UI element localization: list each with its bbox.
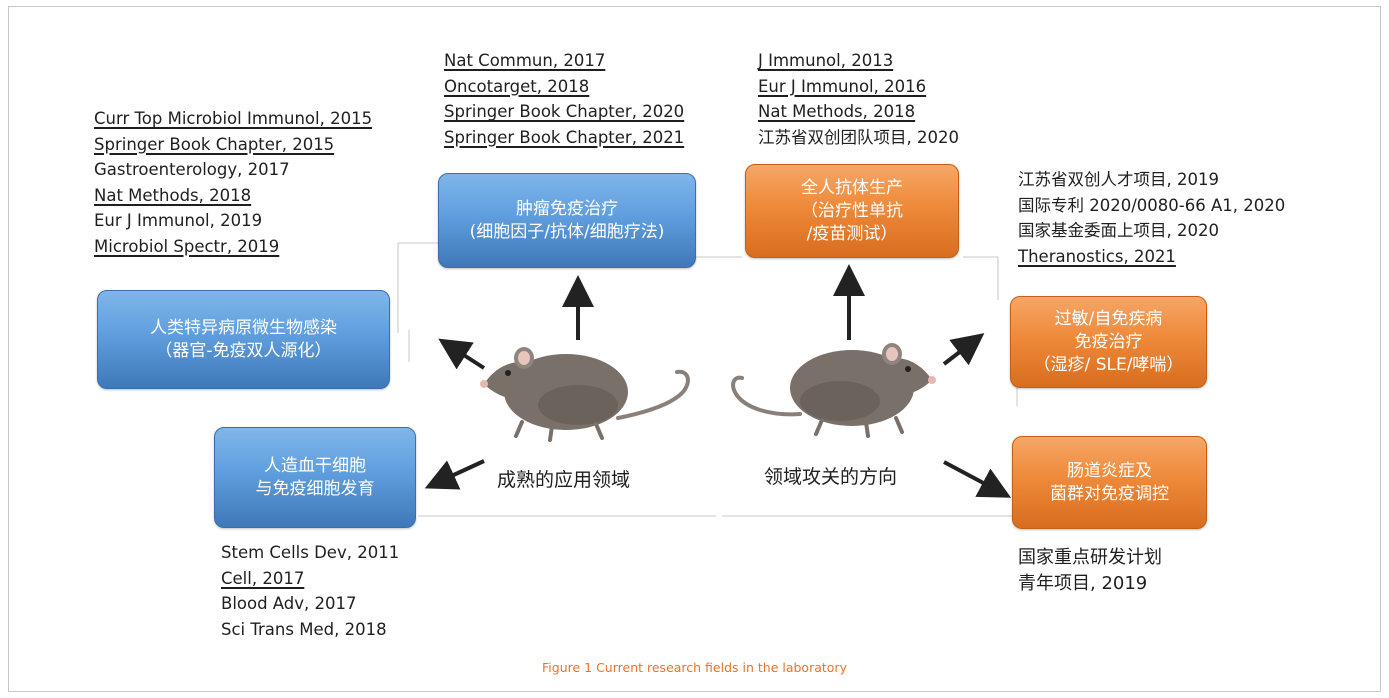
reference-text: Eur J Immunol, 2016 [758, 76, 927, 96]
reference-text: 江苏省双创人才项目, 2019 [1018, 170, 1219, 189]
reference-item: Nat Methods, 2018 [94, 183, 372, 209]
reference-item: 国际专利 2020/0080-66 A1, 2020 [1018, 193, 1285, 219]
arrow-to-stem [424, 459, 485, 490]
reference-item: Sci Trans Med, 2018 [221, 617, 399, 643]
box-text-line: 过敏/自免疾病 [1054, 308, 1163, 329]
label-mature-fields: 成熟的应用领域 [497, 469, 631, 491]
box-text-line: 肿瘤免疫治疗 [516, 198, 618, 219]
reference-text: 青年项目, 2019 [1018, 572, 1148, 594]
reference-item: 江苏省双创团队项目, 2020 [758, 125, 959, 151]
arrow-to-gut [943, 460, 1012, 498]
reference-text: Eur J Immunol, 2019 [94, 211, 263, 230]
refs-gut: 国家重点研发计划青年项目, 2019 [1018, 544, 1162, 595]
reference-text: 国际专利 2020/0080-66 A1, 2020 [1018, 195, 1286, 215]
reference-text: Cell, 2017 [221, 568, 305, 588]
figure-caption: Figure 1 Current research fields in the … [542, 660, 847, 675]
reference-item: Nat Methods, 2018 [758, 99, 959, 125]
box-text-line: (细胞因子/抗体/细胞疗法) [469, 221, 665, 242]
reference-item: J Immunol, 2013 [758, 48, 959, 74]
label-frontier-directions: 领域攻关的方向 [764, 466, 898, 488]
refs-allergy: 江苏省双创人才项目, 2019 国际专利 2020/0080-66 A1, 202… [1018, 167, 1285, 269]
box-text-line: /疫苗测试） [806, 223, 898, 244]
reference-item: Theranostics, 2021 [1018, 244, 1285, 270]
box-text-line: 肠道炎症及 [1067, 460, 1152, 481]
reference-text: 国家基金委面上项目, 2020 [1018, 221, 1219, 240]
box-antibody: 全人抗体生产（治疗性单抗/疫苗测试） [745, 164, 959, 258]
background-lines [397, 242, 1018, 517]
arrow-to-infection [438, 338, 486, 370]
box-text-line: 全人抗体生产 [801, 177, 903, 198]
reference-item: 国家基金委面上项目, 2020 [1018, 218, 1285, 244]
reference-item: 青年项目, 2019 [1018, 570, 1162, 596]
mouse-left-icon [480, 347, 690, 442]
box-text-line: （治疗性单抗 [801, 200, 903, 221]
reference-text: Gastroenterology, 2017 [94, 160, 290, 179]
box-text-line: 菌群对免疫调控 [1050, 483, 1169, 504]
reference-text: Springer Book Chapter, 2015 [94, 134, 335, 154]
box-text-line: 与免疫细胞发育 [255, 478, 375, 499]
box-text-line: 免疫治疗 [1074, 331, 1143, 352]
box-text-line: （湿疹/ SLE/哮喘） [1033, 354, 1184, 375]
arrow-to-allergy [942, 333, 985, 366]
box-text-line: （器官-免疫双人源化） [155, 340, 332, 361]
reference-item: Eur J Immunol, 2019 [94, 208, 372, 234]
box-stem: 人造血干细胞与免疫细胞发育 [214, 427, 416, 528]
reference-text: Sci Trans Med, 2018 [221, 619, 387, 639]
reference-text: Oncotarget, 2018 [444, 76, 590, 96]
reference-text: Nat Methods, 2018 [94, 185, 252, 205]
reference-item: Curr Top Microbiol Immunol, 2015 [94, 106, 372, 132]
reference-item: Oncotarget, 2018 [444, 74, 684, 100]
reference-item: Gastroenterology, 2017 [94, 157, 372, 183]
box-tumor: 肿瘤免疫治疗(细胞因子/抗体/细胞疗法) [438, 173, 696, 268]
reference-text: Springer Book Chapter, 2020 [444, 102, 685, 121]
reference-item: Stem Cells Dev, 2011 [221, 540, 399, 566]
reference-text: 国家重点研发计划 [1018, 547, 1162, 568]
box-infection: 人类特异病原微生物感染（器官-免疫双人源化） [97, 290, 390, 389]
reference-item: 国家重点研发计划 [1018, 544, 1162, 570]
reference-item: Springer Book Chapter, 2021 [444, 125, 684, 151]
reference-item: Blood Adv, 2017 [221, 591, 399, 617]
reference-text: J Immunol, 2013 [758, 51, 894, 70]
box-text-line: 人类特异病原微生物感染 [150, 317, 337, 338]
reference-text: Stem Cells Dev, 2011 [221, 543, 400, 562]
reference-item: Eur J Immunol, 2016 [758, 74, 959, 100]
reference-text: Springer Book Chapter, 2021 [444, 127, 685, 147]
reference-item: Cell, 2017 [221, 566, 399, 592]
reference-item: 江苏省双创人才项目, 2019 [1018, 167, 1285, 193]
reference-text: Blood Adv, 2017 [221, 594, 357, 613]
reference-text: Curr Top Microbiol Immunol, 2015 [94, 109, 373, 128]
figure-frame [8, 6, 1381, 692]
reference-text: Nat Methods, 2018 [758, 102, 916, 121]
reference-item: Springer Book Chapter, 2020 [444, 99, 684, 125]
reference-text: 江苏省双创团队项目, 2020 [758, 127, 959, 147]
reference-item: Microbiol Spectr, 2019 [94, 234, 372, 260]
box-allergy: 过敏/自免疾病免疫治疗（湿疹/ SLE/哮喘） [1010, 296, 1207, 388]
reference-item: Springer Book Chapter, 2015 [94, 132, 372, 158]
reference-text: Nat Commun, 2017 [444, 51, 606, 70]
box-gut: 肠道炎症及菌群对免疫调控 [1012, 436, 1207, 529]
reference-item: Nat Commun, 2017 [444, 48, 684, 74]
mouse-right-icon [731, 343, 936, 438]
box-text-line: 人造血干细胞 [264, 455, 366, 476]
reference-text: Theranostics, 2021 [1018, 246, 1176, 266]
reference-text: Microbiol Spectr, 2019 [94, 236, 280, 256]
